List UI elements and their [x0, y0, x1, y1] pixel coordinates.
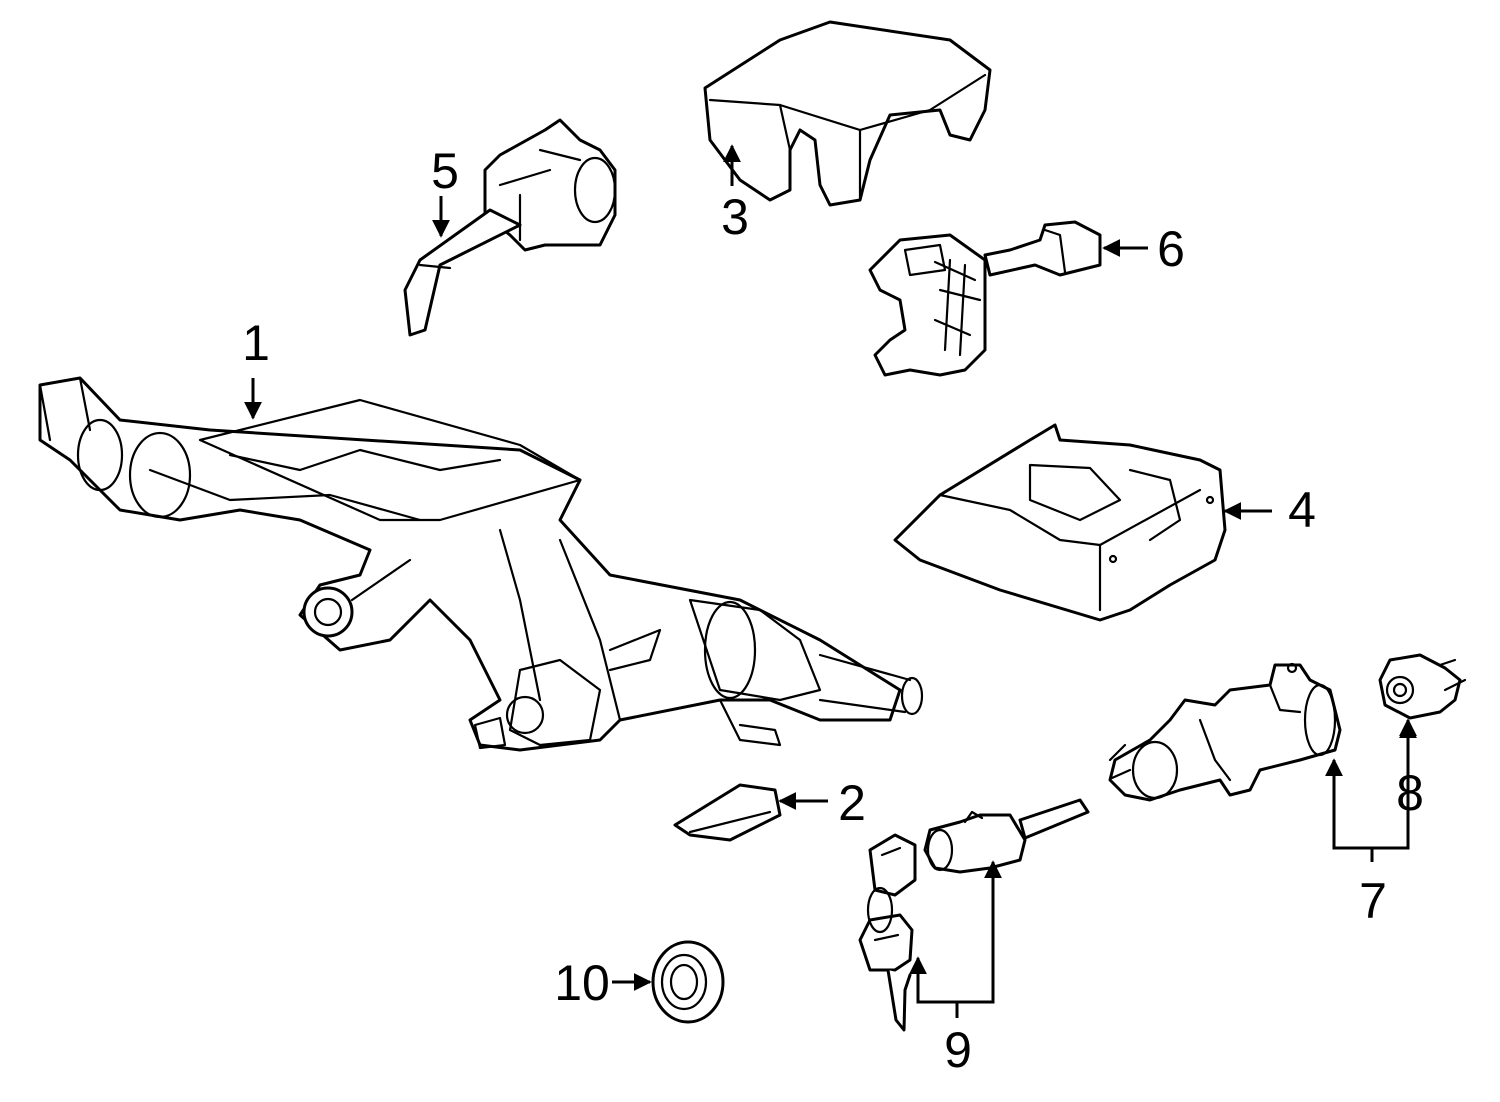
leader-9-left [909, 956, 957, 1004]
seal-ring-part [651, 940, 725, 1024]
leader-7-left [1325, 758, 1372, 850]
callout-numbers: 1 2 3 4 5 6 7 8 9 10 [242, 143, 1424, 1078]
upper-column-cover-part [703, 20, 992, 207]
callout-9: 9 [944, 1022, 972, 1078]
clip-part [673, 783, 782, 842]
lower-column-cover-part [893, 423, 1227, 622]
wiper-switch-part [868, 220, 1102, 377]
callout-4: 4 [1288, 482, 1316, 538]
leader-9-right [957, 860, 1002, 1004]
callout-2: 2 [838, 775, 866, 831]
callout-1: 1 [242, 315, 270, 371]
ignition-lock-housing-part [1108, 662, 1342, 802]
callout-8: 8 [1396, 765, 1424, 821]
callout-10: 10 [554, 955, 610, 1011]
lock-cylinder-and-keys-part [858, 798, 1090, 1032]
callout-7: 7 [1359, 873, 1387, 929]
steering-column-part [38, 376, 924, 752]
callout-6: 6 [1157, 221, 1185, 277]
callout-5: 5 [431, 143, 459, 199]
callout-3: 3 [721, 189, 749, 245]
leader-lines [244, 144, 1417, 1018]
turn-signal-switch-part [403, 118, 617, 337]
ignition-switch-part [1378, 653, 1467, 720]
leader-7-right [1372, 718, 1417, 850]
